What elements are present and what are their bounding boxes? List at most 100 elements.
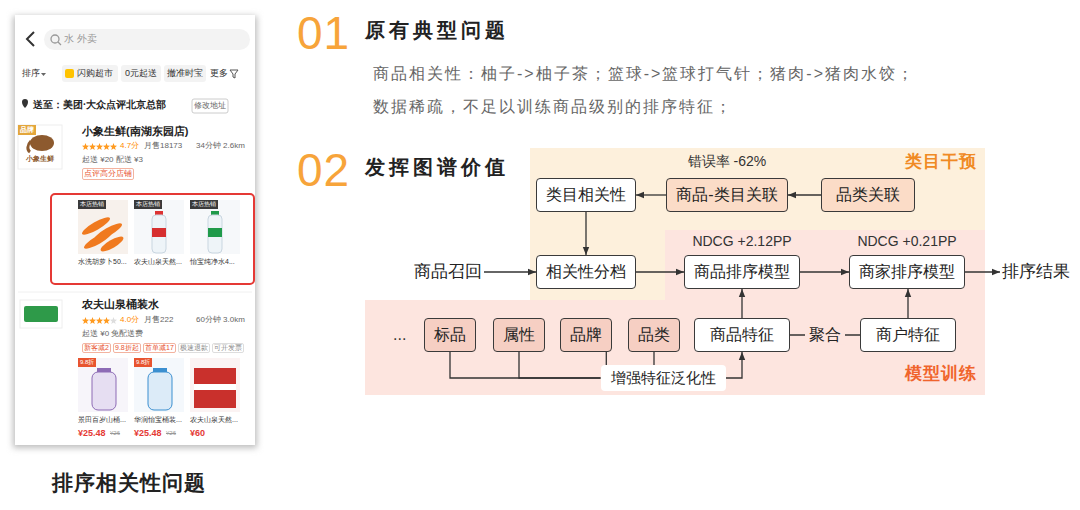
separator <box>18 292 252 293</box>
discount-tag: 9.8折 <box>134 358 152 367</box>
delivery-info: 60分钟 3.0km <box>196 315 245 325</box>
metric-note: NDCG +2.12PP <box>692 233 791 250</box>
price: ¥25.48 <box>78 428 106 439</box>
filter-text: 更多 <box>210 68 228 79</box>
filter-chip <box>121 65 161 82</box>
store-logo <box>20 300 62 328</box>
section-heading: 发挥图谱价值 <box>365 155 509 179</box>
flash-icon <box>65 69 74 78</box>
dropdown-icon <box>41 73 46 76</box>
water-bottle <box>208 215 222 253</box>
water-box <box>194 384 236 390</box>
node-text: 属性 <box>503 325 535 344</box>
product-name: 华润怡宝桶装... <box>134 416 182 424</box>
node-text: 增强特征泛化性 <box>611 369 716 387</box>
hot-tag: 本店热销 <box>134 200 162 209</box>
process-box: 商家排序模型 <box>849 255 965 289</box>
brand-tag <box>18 125 36 135</box>
old-price: ¥26 <box>110 430 120 437</box>
node-text: 标品 <box>434 325 466 344</box>
delivery-info: 34分钟 2.6km <box>196 141 245 151</box>
product-image <box>134 358 184 412</box>
process-box: 属性 <box>493 318 545 352</box>
product-image <box>78 358 128 412</box>
search-icon <box>51 35 59 43</box>
node-text: 商品排序模型 <box>694 262 790 281</box>
process-box: 标品 <box>424 318 476 352</box>
discount-tag: 9.8折 <box>78 358 96 367</box>
node-text: 商品特征 <box>710 325 774 344</box>
filter-chip <box>62 65 118 82</box>
sales: 月售222 <box>144 315 173 325</box>
store-name: 小象生鲜(南湖东园店) <box>82 125 188 138</box>
hot-tag: 本店热销 <box>190 200 218 209</box>
process-box: 类目相关性 <box>536 178 636 212</box>
old-price: ¥26 <box>166 430 176 437</box>
section-heading: 原有典型问题 <box>365 18 509 42</box>
promo-tag: 9.8折起 <box>113 343 141 353</box>
brand-tag-text: 品牌 <box>20 126 34 134</box>
product-name: 农夫山泉天然... <box>190 416 238 424</box>
process-box: 品类关联 <box>821 178 915 212</box>
filter-icon <box>230 70 238 78</box>
carrot-picture <box>80 215 125 254</box>
sales: 月售18173 <box>144 141 182 151</box>
node-text: 品类 <box>638 325 670 344</box>
back-arrow <box>27 32 34 46</box>
node-text: 排序结果 <box>1002 262 1070 282</box>
filter-text: 排序 <box>22 68 40 79</box>
process-box: 增强特征泛化性 <box>601 365 726 391</box>
store-name: 农夫山泉桶装水 <box>82 298 159 311</box>
hot-tag: 本店热销 <box>78 200 106 209</box>
band-fill <box>530 148 985 300</box>
filter-text: 撤准时宝 <box>167 68 203 79</box>
node-text: 品牌 <box>570 325 602 344</box>
text-node: 商品召回 <box>412 259 484 285</box>
phone-shadow <box>13 16 257 448</box>
water-bucket <box>92 372 116 410</box>
price: ¥60 <box>190 428 205 439</box>
band-fill <box>365 230 985 395</box>
section-number: 02 <box>297 143 350 198</box>
body-text: 数据稀疏，不足以训练商品级别的排序特征； <box>373 97 733 116</box>
button-text: 修改地址 <box>194 101 226 111</box>
product-image <box>78 200 128 254</box>
process-box: 商品-类目关联 <box>666 178 788 212</box>
node-text: 商品召回 <box>414 262 482 282</box>
bottle-cap <box>211 211 219 216</box>
product-name: 农夫山泉天然... <box>134 258 182 266</box>
highlight-box <box>51 194 254 284</box>
filter-text: 闪购超市 <box>77 68 113 79</box>
search-bar <box>44 29 250 50</box>
promo-tag: 首单减17 <box>143 343 176 353</box>
pin-icon <box>22 99 28 108</box>
node-text: 品类关联 <box>836 185 900 204</box>
text-node: 排序结果 <box>1000 259 1072 285</box>
water-box <box>194 368 236 408</box>
product-image <box>134 200 184 254</box>
node-text: 相关性分档 <box>546 262 626 281</box>
process-box: 商户特征 <box>860 318 956 352</box>
rating: 4.7分 <box>120 141 139 151</box>
process-box: 品类 <box>628 318 680 352</box>
store-logo <box>18 125 62 169</box>
process-box: 商品特征 <box>694 318 790 352</box>
search-text: 水 外卖 <box>64 33 97 45</box>
service-tag: 可开发票 <box>212 343 244 353</box>
filter-text: 0元起送 <box>125 68 157 79</box>
rating: 4.0分 <box>120 315 139 325</box>
connector <box>484 271 536 272</box>
logo-text: 小象生鲜 <box>26 155 54 163</box>
bottle-label <box>152 228 166 237</box>
metric-note: 错误率 -62% <box>688 153 767 170</box>
store-logo <box>24 306 58 322</box>
node-text: 商户特征 <box>876 325 940 344</box>
band-title: 类目干预 <box>905 152 977 172</box>
water-bottle <box>152 215 166 253</box>
phone-screen <box>15 15 255 445</box>
bottle-label <box>208 228 222 237</box>
product-image <box>190 358 240 412</box>
elephant-trunk <box>28 141 31 152</box>
node-text: 类目相关性 <box>546 185 626 204</box>
